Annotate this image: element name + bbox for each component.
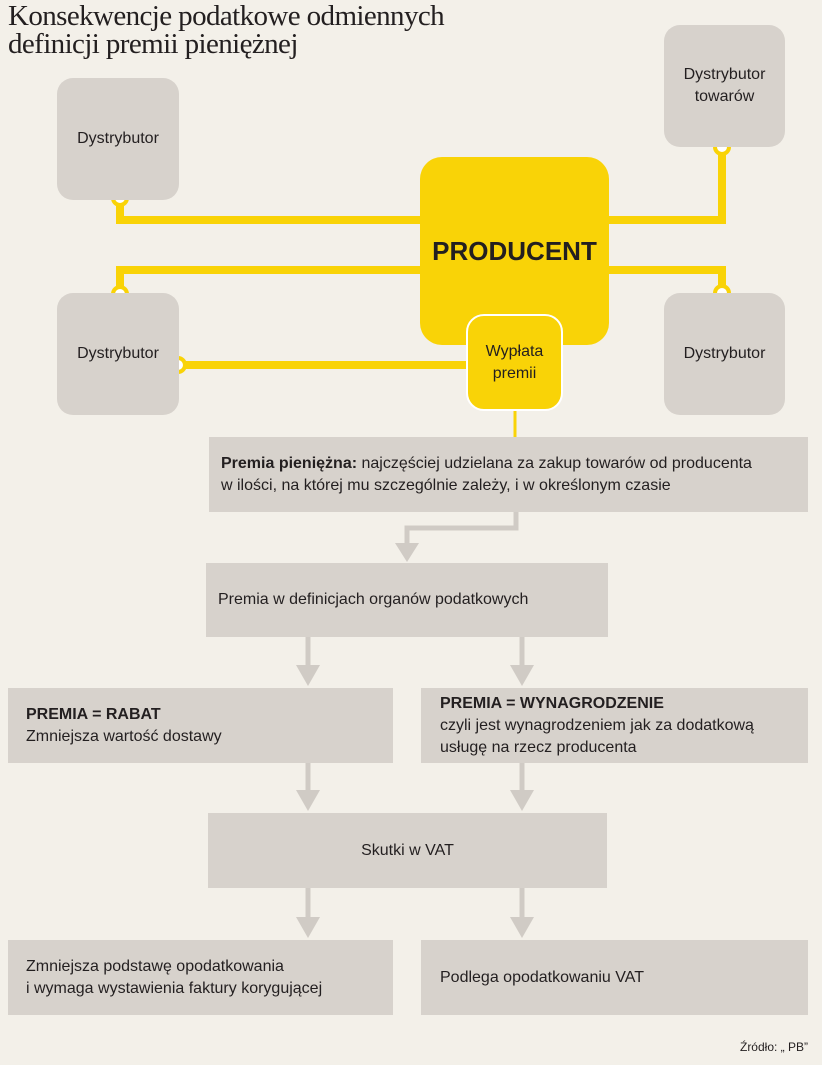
node-label: Dystrybutor [77,345,159,362]
rabat-box: PREMIA = RABAT Zmniejsza wartość dostawy [8,688,393,763]
outcome-left-line: i wymaga wystawienia faktury korygującej [26,979,323,997]
connector-top-right [600,147,726,224]
definition-box: Premia pieniężna: najczęściej udzielana … [209,437,808,512]
payout-label: Wypłata premii [486,341,544,385]
rabat-heading: PREMIA = RABAT [26,705,161,723]
wynagrodzenie-box: PREMIA = WYNAGRODZENIE czyli jest wynagr… [421,688,808,763]
arrow-head [296,665,320,686]
node-label-line: towarów [694,88,755,105]
node-label: Dystrybutor towarów [684,64,766,108]
arrow-head [395,543,419,562]
title-line-1: Konsekwencje podatkowe odmiennych [8,0,445,32]
distributor-top-left: Dystrybutor [57,78,179,200]
producer-node: PRODUCENT [420,157,609,345]
vat-effects-box: Skutki w VAT [208,813,607,888]
payout-label-line: premii [492,364,537,382]
tax-definitions-box: Premia w definicjach organów podatkowych [206,563,608,637]
source-note: Źródło: „ PB” [739,1040,808,1054]
payout-node: Wypłata premii [466,314,563,411]
arrow-head [510,917,534,938]
connector-mid-right [600,266,726,293]
node-label: Dystrybutor [77,130,159,147]
wynagrodzenie-heading: PREMIA = WYNAGRODZENIE [440,694,664,712]
outcome-left-line: Zmniejsza podstawę opodatkowania [26,957,284,975]
arrow-line [404,512,519,545]
outcome-right-label: Podlega opodatkowaniu VAT [440,968,644,986]
arrow-head [296,790,320,811]
rabat-text: Zmniejsza wartość dostawy [26,727,222,745]
distributor-bottom-left: Dystrybutor [57,293,179,415]
arrow-head [296,917,320,938]
connector-top-left [116,198,430,224]
node-label-line: Dystrybutor [683,66,766,83]
arrow-head [510,790,534,811]
vat-effects-label: Skutki w VAT [361,841,454,859]
connector-mid-left [116,266,430,294]
distributor-goods: Dystrybutor towarów [664,25,785,147]
wynagrodzenie-text-line: usługę na rzecz producenta [440,738,637,756]
definition-line-1: Premia pieniężna: najczęściej udzielana … [221,453,808,475]
producer-label: PRODUCENT [432,235,597,266]
arrow-head [510,665,534,686]
outcome-right-box: Podlega opodatkowaniu VAT [421,940,808,1015]
title-line-2: definicji premii pieniężnej [8,28,298,60]
node-label: Dystrybutor [683,345,766,362]
tax-definitions-label: Premia w definicjach organów podatkowych [218,591,529,608]
payout-label-line: Wypłata [485,342,544,360]
definition-term: Premia pieniężna: [221,454,358,472]
distributor-bottom-right: Dystrybutor [664,293,785,415]
definition-text: najczęściej udzielana za zakup towarów o… [357,454,752,472]
definition-line-2: w ilości, na której mu szczególnie zależ… [221,476,671,494]
outcome-left-box: Zmniejsza podstawę opodatkowania i wymag… [8,940,393,1015]
wynagrodzenie-text-line: czyli jest wynagrodzeniem jak za dodatko… [440,716,754,734]
